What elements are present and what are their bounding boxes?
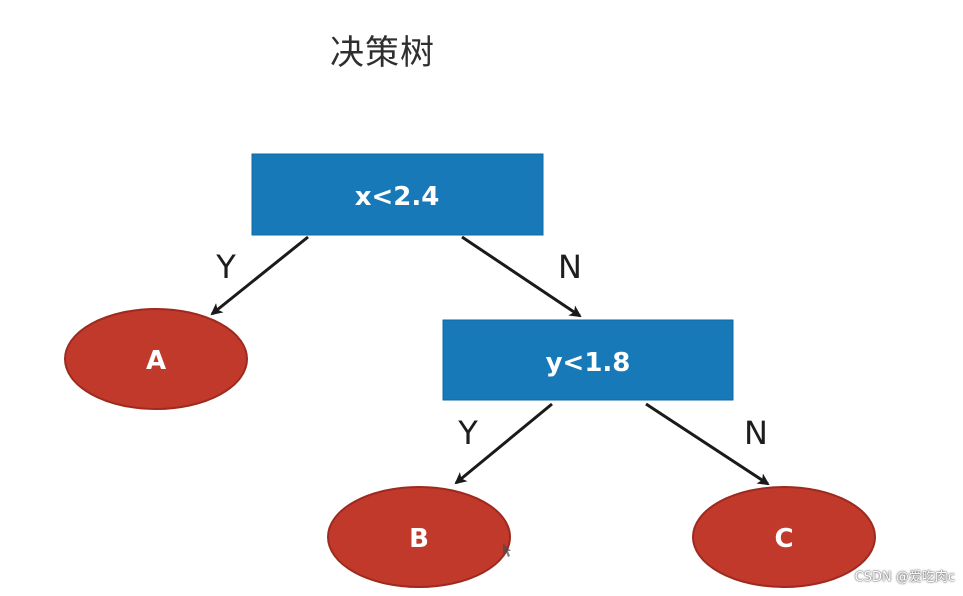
edge-label-root-split2: N <box>558 248 582 286</box>
leaf-node-b: B <box>327 486 511 588</box>
leaf-node-b-label: B <box>409 524 429 554</box>
edge-split2-to-b <box>454 402 553 485</box>
edge-label-root-a: Y <box>215 248 236 286</box>
leaf-node-a: A <box>64 308 248 410</box>
watermark-label: CSDN @爱吃肉c <box>854 570 955 585</box>
edge-root-to-a <box>210 235 309 316</box>
mouse-cursor-icon <box>503 543 511 557</box>
decision-node-split2-label: y<1.8 <box>546 348 631 378</box>
edge-split2-to-c <box>645 402 770 486</box>
leaf-node-c: C <box>692 486 876 588</box>
decision-node-root: x<2.4 <box>251 153 544 236</box>
decision-node-split2: y<1.8 <box>442 319 734 401</box>
edge-label-split2-c: N <box>744 414 768 452</box>
decision-node-root-label: x<2.4 <box>355 182 440 212</box>
leaf-node-a-label: A <box>146 346 166 376</box>
edge-root-to-split2 <box>461 235 582 318</box>
leaf-node-c-label: C <box>774 524 793 554</box>
diagram-title: 决策树 <box>330 33 435 73</box>
edge-label-split2-b: Y <box>457 414 478 452</box>
